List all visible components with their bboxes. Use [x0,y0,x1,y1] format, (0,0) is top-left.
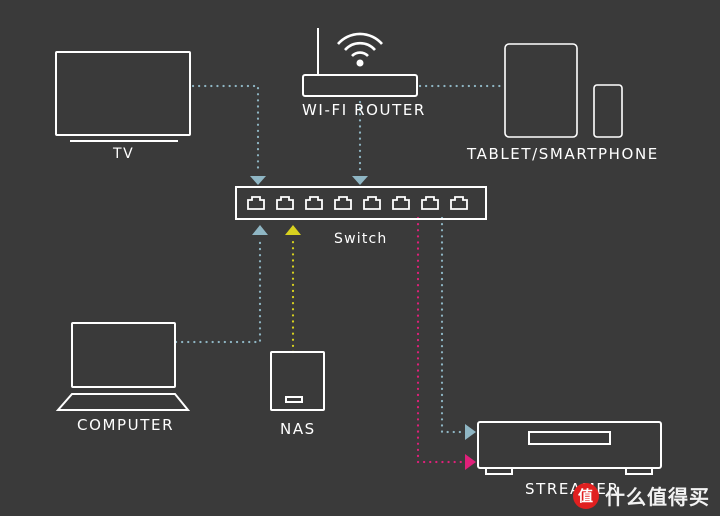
switch-port-icon [276,196,294,210]
watermark-text: 什么值得买 [605,485,710,509]
switch-port-icon [363,196,381,210]
link-computer-switch [174,236,262,344]
computer-label: COMPUTER [77,416,175,434]
router-icon [302,28,418,97]
connection-lines [174,84,504,464]
switch-port-icon [305,196,323,210]
watermark: 值 什么值得买 [573,481,710,510]
router-label: WI-FI ROUTER [302,101,426,119]
arrow-heads [250,176,476,470]
nas-icon [270,351,325,411]
switch-port-icon [450,196,468,210]
arrow-tv-icon [250,176,266,185]
switch-icon [235,186,487,220]
watermark-badge-icon: 值 [573,482,599,509]
switch-port-icon [334,196,352,210]
computer-icon [55,322,191,411]
arrow-streamer-blue-icon [465,424,476,440]
nas-label: NAS [280,420,316,438]
tv-icon [55,51,191,142]
arrow-streamer-pink-icon [465,454,476,470]
switch-port-icon [392,196,410,210]
link-switch-streamer-pink [416,216,464,464]
arrow-router-icon [352,176,368,185]
arrow-nas-icon [285,225,301,235]
tablet-smartphone-icon [504,43,623,138]
streamer-icon [477,421,662,475]
link-switch-streamer [440,216,464,434]
switch-ports [247,196,468,210]
tablet-smartphone-label: TABLET/SMARTPHONE [467,145,659,163]
switch-label: Switch [334,231,388,247]
tv-label: TV [113,146,135,162]
link-tv-switch [191,84,260,174]
arrow-computer-icon [252,225,268,235]
switch-port-icon [247,196,265,210]
switch-port-icon [421,196,439,210]
